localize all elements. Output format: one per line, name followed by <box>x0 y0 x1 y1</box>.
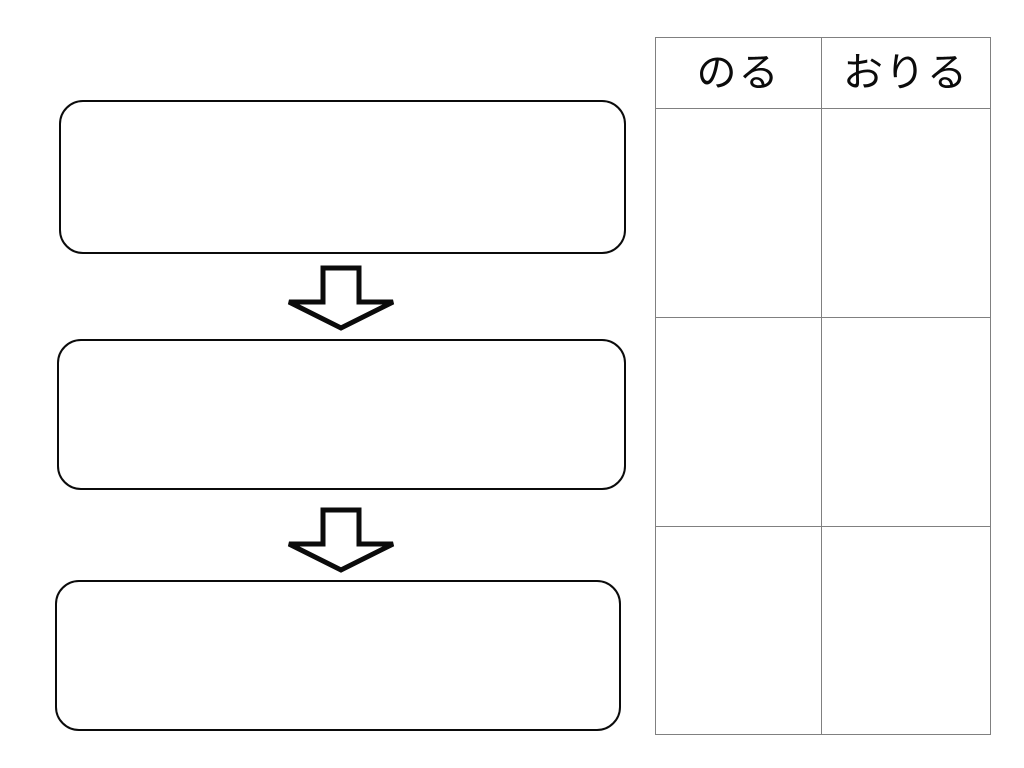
cell-oriru-3[interactable] <box>821 526 991 735</box>
flow-box-1[interactable] <box>59 100 626 254</box>
column-header-noru: のる <box>655 37 822 109</box>
cell-oriru-2[interactable] <box>821 317 991 527</box>
flow-diagram <box>55 100 626 731</box>
table-row <box>655 526 991 735</box>
cell-text[interactable] <box>830 324 982 325</box>
cell-noru-1[interactable] <box>655 108 822 318</box>
cell-text[interactable] <box>830 533 982 534</box>
flow-box-2[interactable] <box>57 339 626 490</box>
cell-text[interactable] <box>664 324 813 325</box>
flow-box-3-text[interactable] <box>57 582 619 729</box>
flow-box-1-text[interactable] <box>61 102 624 252</box>
cell-oriru-1[interactable] <box>821 108 991 318</box>
cell-text[interactable] <box>664 115 813 116</box>
flow-box-3[interactable] <box>55 580 621 731</box>
cell-text[interactable] <box>664 533 813 534</box>
cell-text[interactable] <box>830 115 982 116</box>
flow-box-2-text[interactable] <box>59 341 624 488</box>
answer-table: のる おりる <box>655 37 991 735</box>
table-row <box>655 317 991 527</box>
table-header-row: のる おりる <box>655 37 991 109</box>
column-header-oriru: おりる <box>821 37 991 109</box>
cell-noru-2[interactable] <box>655 317 822 527</box>
arrow-down-icon <box>285 506 397 574</box>
arrow-down-icon <box>285 264 397 332</box>
cell-noru-3[interactable] <box>655 526 822 735</box>
table-row <box>655 108 991 318</box>
